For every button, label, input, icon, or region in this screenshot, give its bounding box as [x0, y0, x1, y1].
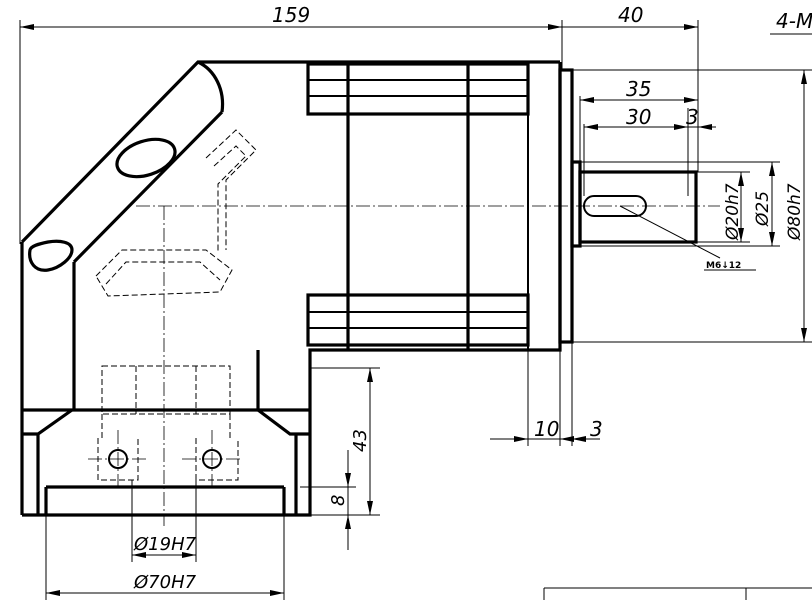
center-lines	[88, 205, 720, 526]
dim-base-thk: 8	[328, 495, 349, 506]
dim-spigot: 3	[590, 417, 603, 441]
dimension-texts: 159 40 4-M 35 30 3 Ø20h7 Ø25 Ø80h7 M6↓12…	[133, 3, 812, 593]
dim-key-offset: 3	[686, 105, 699, 129]
dim-base-dia: Ø70H7	[133, 572, 197, 593]
dim-height: 43	[350, 429, 371, 452]
dimension-lines	[19, 20, 812, 600]
bolt-bars	[306, 62, 530, 350]
dim-flange-thk: 10	[534, 417, 559, 441]
dim-flange-dia: Ø25	[753, 191, 773, 227]
dim-overall-length: 159	[272, 3, 310, 27]
dim-shaft-dia: Ø20h7	[723, 183, 743, 241]
dim-pilot-dia: Ø80h7	[785, 183, 805, 241]
dim-shaft-length: 35	[626, 77, 651, 101]
dim-tap: M6↓12	[706, 261, 741, 271]
housing-outline	[20, 60, 562, 517]
dim-note: 4-M	[776, 9, 812, 33]
dim-bore-dia: Ø19H7	[133, 534, 197, 555]
dim-key-length: 30	[626, 105, 651, 129]
hidden-lines	[95, 129, 257, 481]
dim-flange-length: 40	[618, 3, 643, 27]
